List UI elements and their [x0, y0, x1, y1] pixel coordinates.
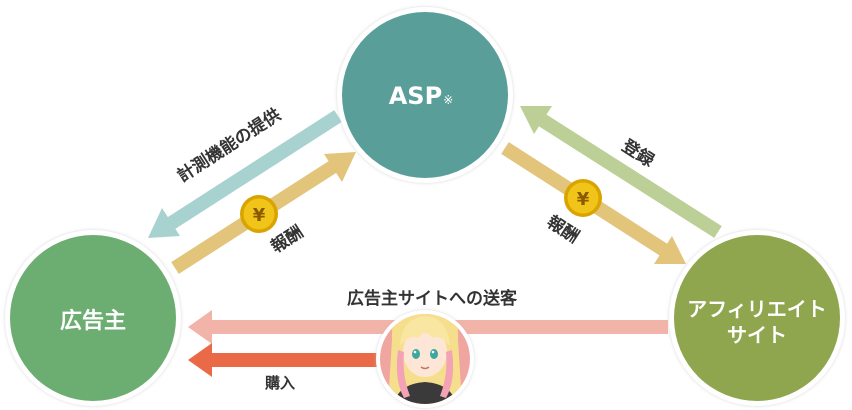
measurement-arrow — [148, 110, 342, 238]
asp-note-mark: ※ — [443, 93, 453, 107]
advertiser-label: 広告主 — [60, 308, 126, 334]
measurement-label: 計測機能の提供 — [173, 104, 284, 186]
reward-right-label: 報酬 — [543, 211, 583, 247]
purchase-label: 購入 — [264, 374, 295, 392]
register-arrow — [520, 106, 722, 238]
affiliate-label-line1: アフィリエイト — [687, 297, 827, 321]
affiliate-label-line2: サイト — [727, 323, 787, 347]
svg-text:¥: ¥ — [253, 205, 266, 226]
avatar-girl-icon — [376, 310, 474, 408]
node-asp: ASP※ — [337, 7, 513, 183]
svg-text:¥: ¥ — [577, 189, 590, 210]
node-advertiser: 広告主 — [5, 230, 181, 406]
yen-coin-icon: ¥ — [564, 179, 602, 217]
yen-coin-icon: ¥ — [240, 195, 278, 233]
referral-label: 広告主サイトへの送客 — [347, 288, 518, 309]
asp-label: ASP※ — [389, 82, 454, 110]
node-affiliate-site: アフィリエイト サイト — [669, 230, 845, 406]
purchase-arrow — [188, 343, 386, 377]
